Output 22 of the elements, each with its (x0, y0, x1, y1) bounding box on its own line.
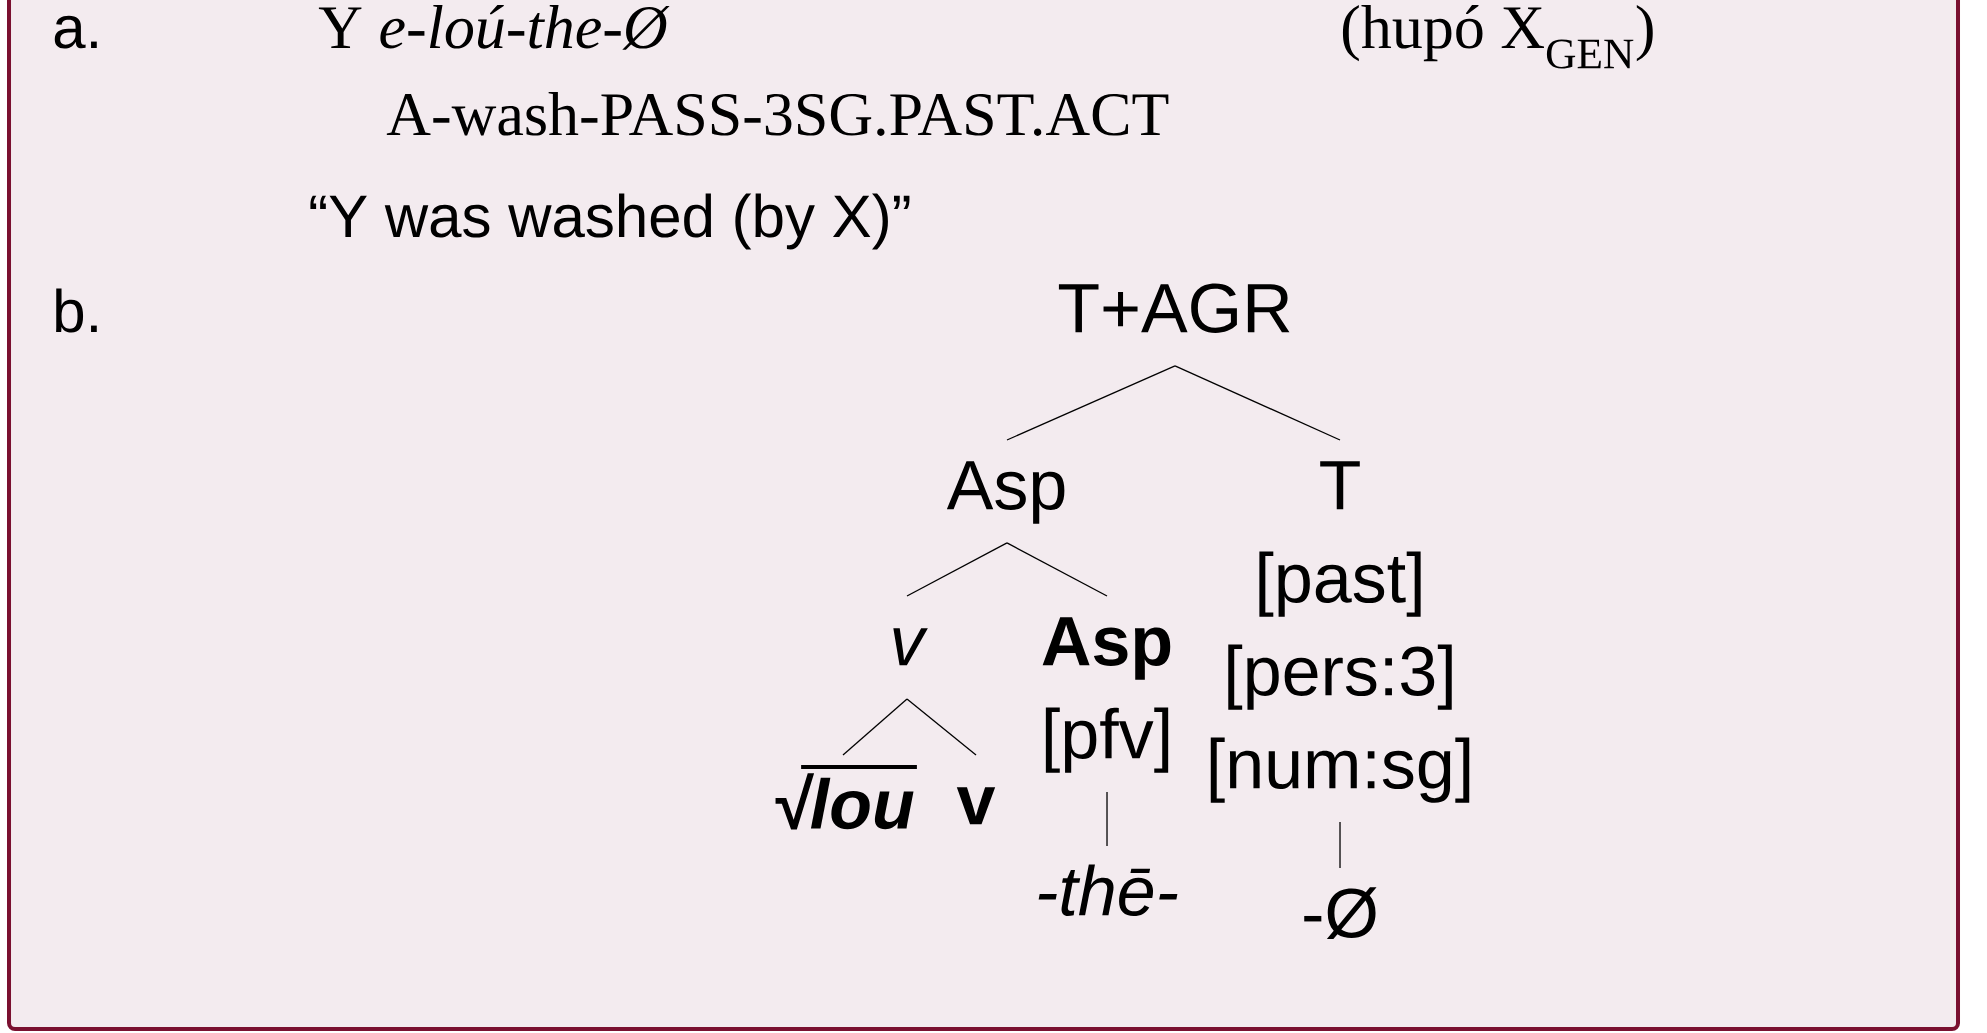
tree-node-label: Asp (946, 461, 1065, 524)
tree-branch (1106, 791, 1108, 847)
tree-branch (906, 698, 977, 756)
tree-node-label: T+AGR (1058, 283, 1290, 333)
translation-line: “Y was washed (by X)” (310, 193, 910, 250)
tree-node-label: -Ø (1304, 887, 1377, 940)
tree-node-label: v (956, 787, 996, 825)
tree-branch (1006, 365, 1176, 441)
tree-node-label: Asp [pfv] (1042, 617, 1171, 773)
item-letter: b. (56, 288, 97, 333)
item-letter: a. (54, 15, 97, 49)
tree-branch (906, 542, 1008, 597)
gloss-line: A-wash-PASS-3SG.PAST.ACT (386, 92, 1169, 136)
tree-branch (842, 698, 908, 756)
tree-node-label: v (893, 628, 928, 666)
tree-node-label: T [past] [pers:3] [num:sg] (1210, 461, 1470, 803)
example-sentence: (hupó X$_{GEN}$) (1342, 4, 1653, 69)
tree-node-label: -thē- (1038, 864, 1178, 916)
tree-branch (1174, 365, 1341, 441)
example-sentence: Y e-loú-the-Ø (318, 4, 670, 50)
tree-branch (1339, 821, 1341, 869)
tree-branch (1006, 542, 1108, 597)
